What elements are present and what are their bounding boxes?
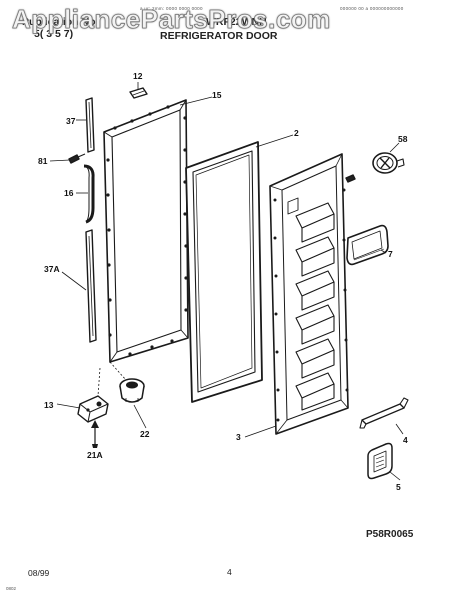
button-plug-58 <box>372 152 405 174</box>
callout-37: 37 <box>66 116 76 126</box>
callout-81: 81 <box>38 156 48 166</box>
callout-22: 22 <box>140 429 150 439</box>
callout-3: 3 <box>236 432 241 442</box>
callout-58: 58 <box>398 134 408 144</box>
door-gasket-2 <box>185 141 263 403</box>
footer-date: 08/99 <box>28 568 50 578</box>
header-tiny-text-right: 000000 00 a 000000000000 <box>340 6 404 11</box>
callout-7: 7 <box>388 249 393 259</box>
clip-12 <box>129 87 148 99</box>
door-trim-strip-37 <box>85 97 95 153</box>
callout-4: 4 <box>403 435 408 445</box>
callout-16: 16 <box>64 188 74 198</box>
callout-21a: 21A <box>87 450 103 460</box>
hinge-bearing-22 <box>119 378 145 403</box>
footer-corner-mark: 0802 <box>6 586 17 591</box>
publication-label: Publication No <box>22 16 96 28</box>
callout-12: 12 <box>133 71 143 81</box>
publication-value: 5( 3 5 7) <box>34 28 74 40</box>
callout-2: 2 <box>294 128 299 138</box>
door-trim-strip-37a <box>85 229 97 343</box>
watermark: AppliancePartsPros.com <box>12 4 331 35</box>
callout-5: 5 <box>396 482 401 492</box>
model-number: WRF22WNH <box>206 16 267 28</box>
header-tiny-text-left: a ur: 2mm: 0000 0000 0000 <box>140 6 203 11</box>
callout-13: 13 <box>44 400 54 410</box>
leader-lines <box>49 82 404 481</box>
callout-37a: 37A <box>44 264 60 274</box>
screw-81 <box>68 153 86 164</box>
bin-cover-7 <box>346 224 389 266</box>
outer-door-panel-15 <box>103 99 189 363</box>
door-handle-16 <box>83 164 95 224</box>
liner-screw <box>345 174 356 183</box>
bracket-4 <box>359 397 409 429</box>
hinge-pin-21a <box>91 420 99 448</box>
inner-door-liner-3 <box>269 153 349 435</box>
figure-code: P58R0065 <box>366 529 414 540</box>
hinge-bracket-13 <box>77 395 109 423</box>
cap-5 <box>367 442 393 480</box>
callout-15: 15 <box>212 90 222 100</box>
section-title: REFRIGERATOR DOOR <box>160 30 278 42</box>
footer-page-number: 4 <box>227 567 232 577</box>
